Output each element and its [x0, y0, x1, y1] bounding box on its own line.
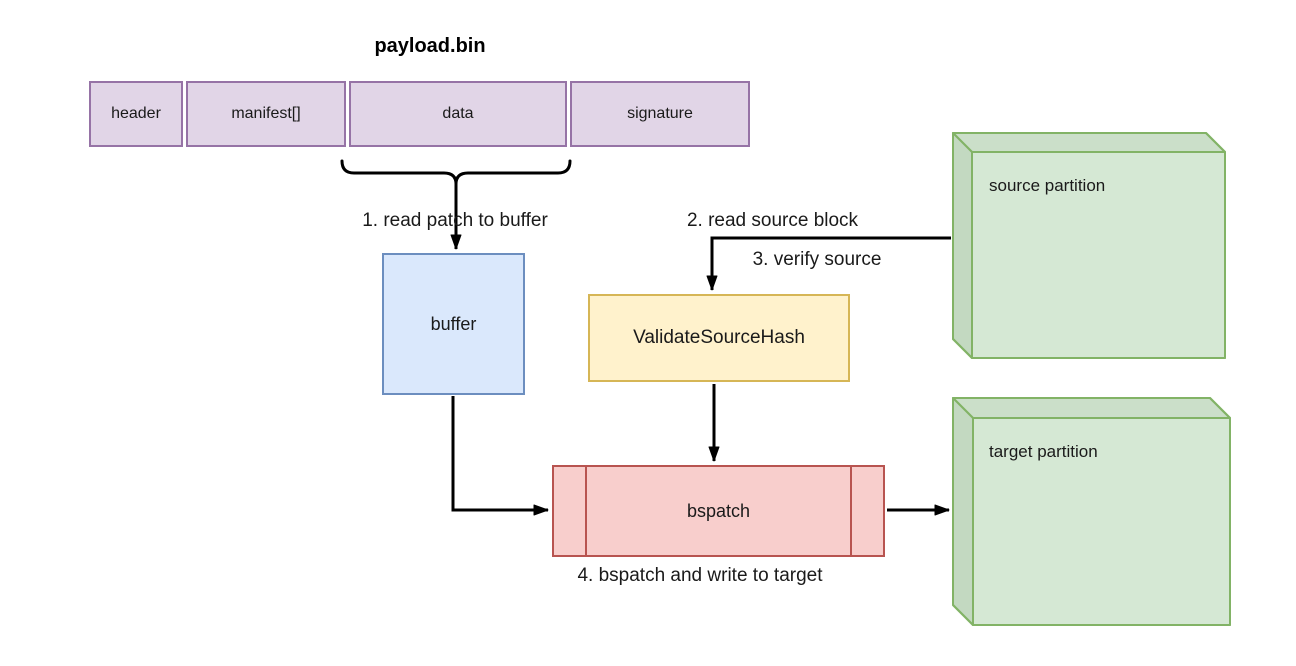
- bspatch-right-bar: [850, 467, 852, 555]
- bspatch-node: bspatch: [552, 465, 885, 557]
- payload-segment-header: header: [89, 81, 183, 147]
- validate-source-hash-node: ValidateSourceHash: [588, 294, 850, 382]
- bspatch-left-bar: [585, 467, 587, 555]
- target-partition-label: target partition: [989, 442, 1098, 461]
- source-partition-cube: [952, 132, 1226, 359]
- arrow-buffer-to-bspatch: [451, 396, 549, 516]
- payload-segment-data: data: [349, 81, 567, 147]
- step2-label: 2. read source block: [686, 210, 859, 231]
- payload-segment-signature: signature: [570, 81, 750, 147]
- bspatch-label: bspatch: [686, 500, 751, 521]
- source-partition-label: source partition: [989, 176, 1106, 195]
- step4-label: 4. bspatch and write to target: [577, 565, 823, 586]
- target-partition-cube: [952, 397, 1231, 626]
- payload-bin-title: payload.bin: [374, 35, 486, 57]
- validate-source-hash-label: ValidateSourceHash: [633, 327, 805, 348]
- payload-segment-manifest: manifest[]: [186, 81, 346, 147]
- brace-under-data: [340, 159, 572, 185]
- step3-label: 3. verify source: [752, 249, 882, 270]
- step1-label: 1. read patch to buffer: [362, 210, 548, 231]
- buffer-node: buffer: [382, 253, 525, 395]
- buffer-node-label: buffer: [430, 313, 477, 334]
